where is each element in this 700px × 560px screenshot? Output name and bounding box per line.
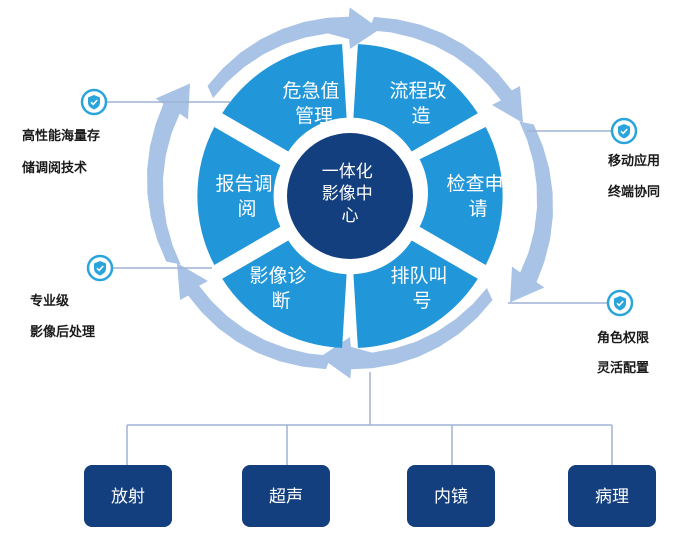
department-label: 病理	[595, 487, 629, 507]
segment-label-image-diagnosis: 影像诊 断	[249, 265, 312, 312]
segment-label-line: 流程改	[389, 80, 446, 102]
department-endoscopy: 内镜	[407, 465, 495, 527]
segment-label-line: 影像诊	[249, 265, 306, 287]
segment-queue-call	[353, 240, 478, 348]
department-label: 放射	[111, 487, 145, 507]
feature-label-postprocess: 专业级 影像后处理	[30, 293, 95, 340]
arrow-ring-seg-2	[510, 121, 553, 303]
feature-label-line: 角色权限	[597, 330, 650, 346]
shield-check-icon	[80, 88, 108, 116]
center-line-2: 影像中	[322, 184, 373, 204]
arrow-ring	[147, 7, 553, 379]
segment-critical-value	[222, 44, 347, 152]
segment-label-line: 报告调	[215, 173, 272, 195]
shield-check-icon	[606, 289, 634, 317]
segment-label-line: 管理	[295, 105, 333, 127]
segment-label-report-review: 报告调 阅	[215, 173, 278, 220]
department-radiology: 放射	[84, 465, 172, 527]
process-wheel	[197, 44, 503, 348]
arrow-ring-seg-4	[177, 263, 331, 370]
feature-leaders	[107, 101, 620, 304]
center-hub	[287, 133, 413, 259]
segment-process-reform	[353, 44, 478, 152]
feature-label-mobile: 移动应用 终端协同	[608, 153, 665, 200]
segment-label-queue-call: 排队叫 号	[390, 265, 453, 312]
arrow-ring-seg-5	[147, 83, 190, 265]
segment-label-process-reform: 流程改 造	[389, 80, 452, 127]
feature-label-line: 专业级	[30, 293, 70, 309]
feature-label-line: 灵活配置	[597, 360, 649, 376]
segment-label-line: 阅	[237, 198, 256, 220]
center-line-1: 一体化	[322, 162, 373, 182]
segment-label-line: 号	[412, 290, 431, 312]
feature-label-roles: 角色权限 灵活配置	[597, 330, 654, 376]
feature-label-storage: 高性能海量存 储调阅技术	[21, 128, 105, 176]
segment-label-critical-value: 危急值 管理	[282, 80, 345, 127]
department-label: 超声	[269, 487, 303, 507]
segment-image-diagnosis	[222, 240, 347, 348]
feature-label-line: 高性能海量存	[22, 128, 100, 144]
segment-report-review	[197, 127, 281, 265]
department-pathology: 病理	[568, 465, 656, 527]
segment-label-line: 断	[271, 290, 290, 312]
segment-label-line: 请	[468, 198, 487, 220]
department-ultrasound: 超声	[242, 465, 330, 527]
feature-label-line: 终端协同	[608, 184, 660, 200]
feature-label-line: 影像后处理	[30, 324, 95, 340]
arrow-ring-seg-6	[207, 7, 380, 98]
segment-label-line: 危急值	[282, 80, 339, 102]
arrow-ring-seg-3	[320, 288, 493, 379]
department-label: 内镜	[434, 487, 468, 507]
arrow-ring-seg-1	[369, 16, 523, 123]
feature-label-line: 储调阅技术	[21, 160, 87, 176]
center-title: 一体化 影像中 心	[322, 162, 378, 226]
center-line-3: 心	[342, 206, 359, 226]
segment-label-line: 排队叫	[390, 265, 447, 287]
segment-label-line: 检查申	[446, 173, 503, 195]
department-connectors	[126, 372, 613, 465]
feature-label-line: 移动应用	[608, 153, 660, 169]
shield-check-icon	[86, 254, 114, 282]
segment-exam-request	[419, 127, 503, 265]
shield-check-icon	[610, 117, 638, 145]
segment-label-exam-request: 检查申 请	[446, 173, 509, 220]
segment-label-line: 造	[411, 105, 430, 127]
